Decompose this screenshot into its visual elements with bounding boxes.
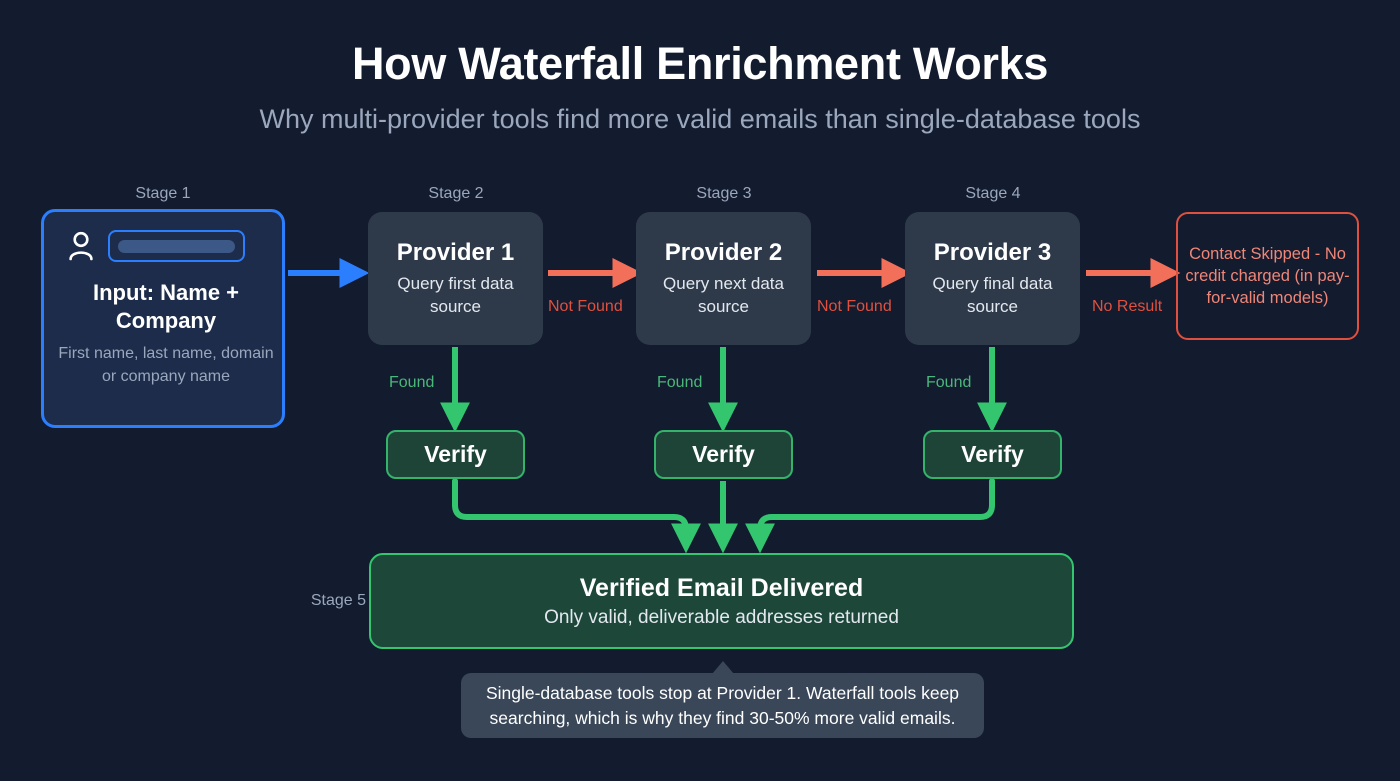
name-company-input[interactable] [108, 230, 245, 262]
provider-3-title: Provider 3 [933, 239, 1052, 266]
stage-label-5: Stage 5 [310, 592, 366, 609]
delivered-subtitle: Only valid, deliverable addresses return… [544, 606, 899, 628]
provider-3-subtitle: Query final data source [932, 274, 1053, 316]
stage-label-1: Stage 1 [135, 185, 191, 202]
input-card-row [68, 230, 245, 262]
provider-1-subtitle: Query first data source [397, 274, 514, 316]
provider-2-title: Provider 2 [664, 239, 783, 266]
edge-label-provider3-found: Found [926, 374, 972, 391]
edge-label-provider3-fail: No Result [1092, 298, 1163, 315]
provider-1-card[interactable]: Provider 1 Query first data source [368, 212, 543, 345]
verify-3-card[interactable]: Verify [923, 430, 1062, 479]
person-icon [68, 231, 94, 261]
edge-label-provider2-fail: Not Found [817, 298, 892, 315]
callout-pointer-icon [712, 661, 734, 674]
delivered-title: Verified Email Delivered [579, 573, 864, 602]
page-title: How Waterfall Enrichment Works [351, 38, 1049, 89]
provider-2-subtitle: Query next data source [663, 274, 784, 316]
verify-2-label: Verify [692, 441, 755, 467]
stage-label-3: Stage 3 [696, 185, 752, 202]
stage-label-4: Stage 4 [965, 185, 1021, 202]
provider-3-card[interactable]: Provider 3 Query final data source [905, 212, 1080, 345]
verify-1-label: Verify [424, 441, 487, 467]
edge-label-provider1-fail: Not Found [548, 298, 623, 315]
page-subtitle: Why multi-provider tools find more valid… [259, 104, 1141, 134]
verify-3-label: Verify [961, 441, 1024, 467]
edge-verify3-to-delivered [745, 478, 995, 554]
verify-1-card[interactable]: Verify [386, 430, 525, 479]
provider-1-title: Provider 1 [396, 239, 515, 266]
contact-skipped-card: Contact Skipped - No credit charged (in … [1176, 212, 1359, 340]
stage-label-2: Stage 2 [428, 185, 484, 202]
input-card-title: Input: Name + Company [92, 280, 240, 333]
input-card-subtitle: First name, last name, domain or company… [58, 345, 274, 385]
provider-2-card[interactable]: Provider 2 Query next data source [636, 212, 811, 345]
edge-verify1-to-delivered [452, 478, 701, 554]
footnote-callout: Single-database tools stop at Provider 1… [461, 673, 984, 738]
verified-email-delivered-card[interactable]: Verified Email Delivered Only valid, del… [369, 553, 1074, 649]
verify-2-card[interactable]: Verify [654, 430, 793, 479]
edge-label-provider2-found: Found [657, 374, 703, 391]
input-card[interactable]: Input: Name + Company First name, last n… [41, 209, 285, 428]
footnote-callout-text: Single-database tools stop at Provider 1… [485, 682, 960, 728]
edge-label-provider1-found: Found [389, 374, 435, 391]
input-placeholder-pill [118, 239, 235, 253]
contact-skipped-text: Contact Skipped - No credit charged (in … [1185, 245, 1350, 307]
